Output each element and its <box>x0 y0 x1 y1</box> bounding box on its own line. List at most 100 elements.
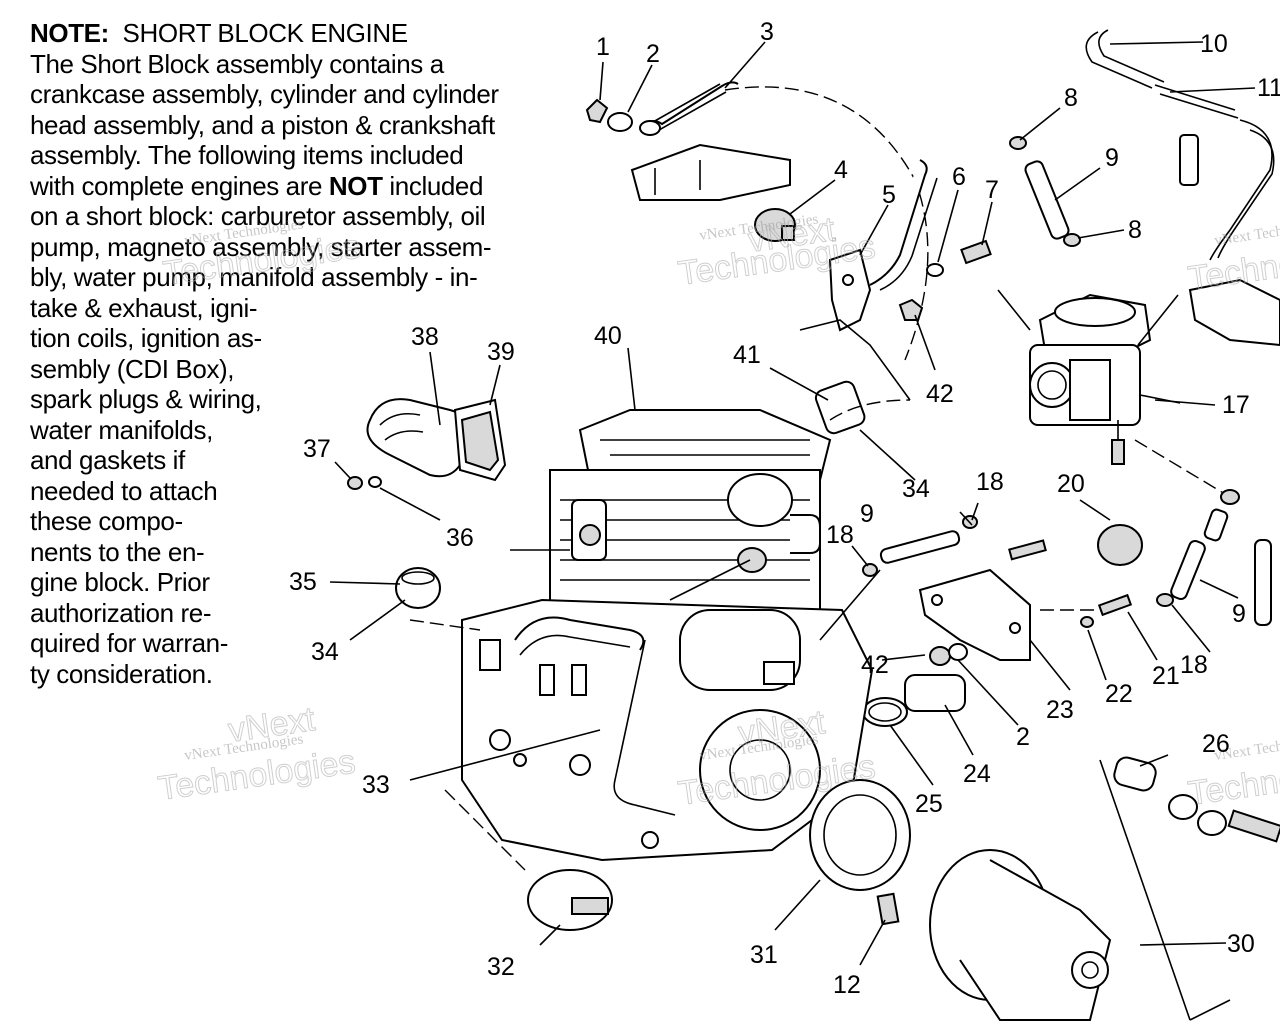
note-line: spark plugs & wiring, <box>30 384 262 414</box>
watermark-small: vNext Technologies <box>1213 216 1280 249</box>
note-line: take & exhaust, igni- <box>30 292 258 323</box>
note-heading-line: NOTE: SHORT BLOCK ENGINE <box>30 18 560 49</box>
oil-filter-part <box>395 567 441 609</box>
washer-part <box>1197 810 1227 836</box>
gasket-part <box>809 779 911 891</box>
leader-lines <box>329 41 1256 1021</box>
note-line: water manifolds, <box>30 414 213 445</box>
washer-part <box>948 643 968 661</box>
callout-label: 34 <box>311 638 339 666</box>
callout-labels: 1 2 3 4 5 6 7 8 8 9 10 11 17 18 18 18 9 … <box>289 18 1280 999</box>
callout-label: 10 <box>1200 30 1228 58</box>
coolant-hose-part <box>869 159 928 286</box>
misc-parts-group <box>395 380 1280 1021</box>
callout-label: 33 <box>362 771 390 799</box>
mount-bracket-part <box>828 248 872 332</box>
callout-label: 31 <box>750 941 778 969</box>
bolt-part <box>1227 809 1280 843</box>
callout-label: 4 <box>834 156 848 184</box>
note-heading: NOTE: <box>30 18 109 48</box>
mount-stud-part <box>571 897 609 915</box>
screw-part <box>876 892 900 926</box>
callout-label: 36 <box>446 524 474 552</box>
callout-label: 37 <box>303 435 331 463</box>
carburetor-group <box>997 289 1236 501</box>
callout-label: 9 <box>1232 600 1246 628</box>
callout-label: 18 <box>1180 651 1208 679</box>
outlet-elbow-part <box>790 514 821 554</box>
sensor-part <box>904 674 966 712</box>
callout-label: 3 <box>760 18 774 46</box>
clamp-part <box>1009 136 1027 150</box>
hose-part <box>1203 508 1229 542</box>
rubber-mount-part <box>1097 524 1143 566</box>
cap-part <box>737 547 767 573</box>
clamp-part <box>1220 489 1240 505</box>
note-emphasis: NOT <box>328 170 383 201</box>
note-line: assembly. The following items included <box>30 140 464 170</box>
nut-part <box>347 476 363 490</box>
engine-block-group <box>461 409 874 862</box>
right-hose-group <box>1156 489 1272 626</box>
callout-label: 30 <box>1227 930 1255 958</box>
callout-label: 23 <box>1046 696 1074 724</box>
vent-hose-part <box>1024 160 1070 240</box>
callout-label: 24 <box>963 760 991 788</box>
callout-label: 35 <box>289 568 317 596</box>
note-line: pump, magneto assembly, starter assem- <box>30 231 492 262</box>
bolt-part <box>1008 539 1047 561</box>
callout-label: 26 <box>1202 730 1230 758</box>
callout-label: 12 <box>833 971 861 999</box>
clamp-part <box>1063 233 1081 247</box>
coolant-pipe-part <box>514 616 645 651</box>
note-line: gine block. Prior <box>30 567 210 597</box>
bolt-part <box>960 239 992 265</box>
callout-label: 39 <box>487 338 515 366</box>
note-line: bly, water pump, manifold assembly - in- <box>30 262 478 292</box>
callout-label: 17 <box>1222 391 1250 419</box>
fuel-line-group <box>1085 29 1280 347</box>
intake-manifold-group <box>347 398 507 490</box>
nut-part <box>929 646 951 666</box>
callout-label: 42 <box>861 651 889 679</box>
note-line: with complete engines are NOT included <box>30 170 484 201</box>
callout-label: 7 <box>985 176 999 204</box>
mount-plate-group <box>918 524 1143 661</box>
note-line: authorization re- <box>30 597 212 628</box>
hose-part <box>1254 539 1272 626</box>
note-line: crankcase assembly, cylinder and cylinde… <box>30 79 499 109</box>
nut-part <box>585 98 609 124</box>
callout-label: 20 <box>1057 470 1085 498</box>
center-hose-group <box>862 515 978 577</box>
callout-label: 38 <box>411 323 439 351</box>
note-line: quired for warran- <box>30 628 228 658</box>
magneto-cover-part <box>699 709 821 831</box>
hose-part <box>1170 539 1206 601</box>
clamp-part <box>862 563 878 577</box>
note-line: on a short block: carburetor assembly, o… <box>30 201 486 231</box>
note-line: these compo- <box>30 506 183 536</box>
thermostat-housing-part <box>727 473 793 527</box>
note-line: nents to the en- <box>30 536 205 567</box>
note-line: head assembly, and a piston & crankshaft <box>30 109 495 140</box>
callout-label: 18 <box>976 468 1004 496</box>
note-line: ty consideration. <box>30 658 213 689</box>
short-block-note: NOTE: SHORT BLOCK ENGINE The Short Block… <box>30 18 560 689</box>
watermark-large: vNext <box>226 700 318 750</box>
vent-hose-group <box>1009 136 1081 247</box>
callout-label: 9 <box>1105 144 1119 172</box>
washer-part <box>1168 794 1198 820</box>
nut-part <box>898 298 924 321</box>
note-line: tion coils, ignition as- <box>30 323 262 353</box>
callout-label: 8 <box>1064 84 1078 112</box>
fuel-filter-part <box>1179 134 1199 186</box>
clamp-part <box>1156 593 1174 607</box>
starter-terminal-part <box>763 661 795 685</box>
spacer-part <box>1113 756 1157 792</box>
bracket-part <box>1188 278 1280 347</box>
sensor-group <box>862 643 968 727</box>
fitting-part <box>479 639 501 671</box>
washer-part <box>607 112 633 132</box>
callout-label: 42 <box>926 380 954 408</box>
